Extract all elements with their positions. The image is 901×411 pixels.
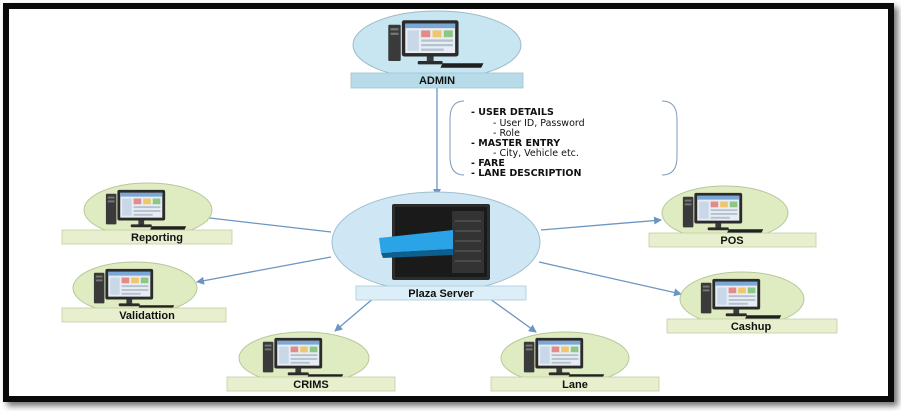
connector-server-validation [196, 256, 332, 285]
node-admin: ADMIN [350, 10, 524, 89]
node-plaza-server: Plaza Server [331, 191, 541, 301]
cashup-label-box [666, 318, 838, 334]
node-lane: Lane [490, 331, 660, 392]
note-user-id-password: - User ID, Password [493, 118, 585, 129]
node-pos: POS [648, 185, 817, 248]
note-master-entry: - MASTER ENTRY [471, 138, 560, 149]
connector-server-reporting [200, 213, 332, 233]
node-cashup: Cashup [666, 271, 838, 334]
validation-label-box [61, 307, 227, 323]
notes-bracket [449, 100, 465, 176]
admin-label: ADMIN [419, 75, 455, 87]
pos-label-box [648, 232, 817, 248]
pos-label: POS [720, 235, 743, 247]
reporting-label: Reporting [131, 232, 183, 244]
architecture-diagram: ADMIN - USER DETAILS - User ID, Password… [61, 10, 838, 392]
lane-label-box [490, 376, 660, 392]
crims-label-box [226, 376, 396, 392]
lane-label: Lane [562, 379, 588, 391]
notes-bracket-right [661, 100, 678, 176]
node-crims: CRIMS [226, 331, 396, 392]
note-city-vehicle: - City, Vehicle etc. [493, 148, 579, 159]
server-tower-icon [379, 204, 490, 280]
server-label-box [355, 285, 527, 301]
reporting-label-box [61, 229, 233, 245]
note-fare: - FARE [471, 158, 505, 169]
node-validation: Validattion [61, 261, 227, 323]
admin-label-box [350, 72, 524, 89]
validation-label: Validattion [119, 310, 175, 322]
note-user-details: - USER DETAILS [471, 107, 554, 118]
admin-notes: - USER DETAILS - User ID, Password - Rol… [449, 100, 678, 179]
cashup-label: Cashup [731, 321, 772, 333]
note-lane-description: - LANE DESCRIPTION [471, 168, 581, 179]
diagram-frame: ADMIN - USER DETAILS - User ID, Password… [3, 3, 894, 402]
connector-server-pos [540, 216, 662, 231]
crims-label: CRIMS [293, 379, 328, 391]
note-role: - Role [493, 128, 520, 139]
connector-server-cashup [538, 261, 682, 297]
node-reporting: Reporting [61, 182, 233, 245]
server-label: Plaza Server [408, 288, 474, 300]
